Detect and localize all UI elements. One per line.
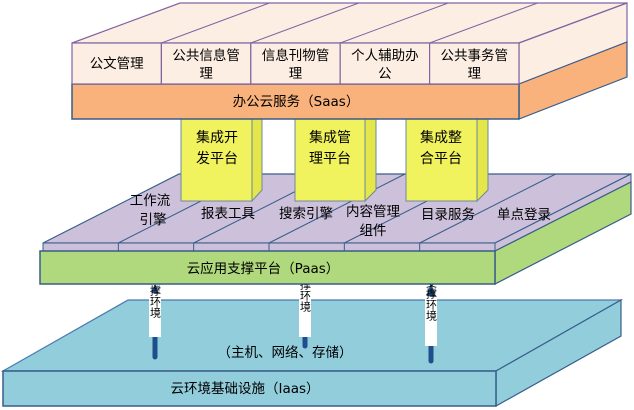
pillar-label-line1: 集成开 [196,129,238,146]
saas-module-line2: 理 [289,66,303,82]
paas-components: 工作流 引擎 报表工具 搜索引擎 内容管理 组件 目录服务 单点登录 [130,193,551,239]
pillar-label-line1: 集成管 [309,129,351,146]
iaas-block: （主机、网络、存储） 云环境基础设施（Iaas） [0,298,624,408]
paas-component: 工作流 引擎 [130,193,171,228]
saas-block: 办公云服务（Saas） 公文管理公共信息管理信息刊物管理个人辅助办公公共事务管理 [71,2,628,120]
saas-module-line1: 信息刊物管 [262,47,330,64]
arrow-label-box [149,293,161,337]
pillar-label-line1: 集成整 [420,129,462,146]
saas-module-cell [250,42,341,85]
component-line1: 内容管理 [346,203,400,220]
saas-label: 办公云服务（Saas） [233,94,360,110]
pillar-side [364,118,377,203]
saas-module-line1: 公共信息管 [172,47,240,64]
saas-module-cell [339,42,431,85]
saas-top-divider [250,2,359,44]
saas-module-line2: 理 [468,66,482,82]
saas-top-divider [161,2,270,44]
pillar-front [405,118,478,202]
component-line2: 组件 [360,223,387,239]
pillar-side [251,118,263,203]
component-line1: 单点登录 [497,207,551,223]
saas-module: 公文管理 [71,42,163,85]
saas-top-divider [340,2,449,44]
saas-module-line1: 个人辅助办 [351,48,419,64]
paas-label: 云应用支撑平台（Paas） [187,260,340,277]
component-line1: 报表工具 [201,206,255,222]
support-arrow-1: 支撑环境 [149,274,162,360]
saas-top-divider [429,2,538,44]
pillar-label-line2: 理平台 [309,151,351,167]
paas-component: 单点登录 [497,207,551,223]
pillar-front [294,118,366,202]
saas-module-cell [160,42,252,85]
saas-module-cell [429,42,520,85]
iaas-front-face [2,370,497,407]
paas-component: 报表工具 [201,206,255,222]
saas-module-line2: 理 [199,66,213,82]
pillar-label-line2: 发平台 [196,151,238,167]
paas-lane-divider [268,173,406,244]
pillar-front [180,118,253,202]
support-arrow-label: 支撑环境 [425,277,438,321]
saas-module-cell [71,42,163,85]
arrow-label-box [425,296,437,346]
paas-lane-divider [419,173,556,244]
saas-module-line1: 公共事务管 [441,48,509,64]
paas-front-face [39,250,496,285]
pillar-side [476,118,489,203]
saas-module-line2: 公 [378,66,392,82]
component-line2: 引擎 [140,212,167,228]
component-line1: 搜索引擎 [279,206,333,222]
saas-band [71,83,520,120]
integration-pillar-3: 集成整 合平台 [405,118,489,203]
saas-top-dividers [161,2,538,44]
iaas-sublabel: （主机、网络、存储） [218,345,353,361]
component-line1: 目录服务 [421,207,475,223]
support-arrow-3: 支撑环境 [425,277,438,364]
paas-component: 目录服务 [421,207,475,223]
paas-component: 搜索引擎 [279,206,333,222]
saas-modules: 公文管理公共信息管理信息刊物管理个人辅助办公公共事务管理 [71,42,520,85]
iaas-label: 云环境基础设施（Iaas） [170,380,319,397]
paas-strip-dividers [117,243,421,251]
arrow-label-box [299,287,311,337]
integration-pillar-2: 集成管 理平台 [294,118,377,203]
support-arrow-label: 支撑环境 [149,274,162,318]
pillar-label-line2: 合平台 [420,151,462,167]
paas-component: 内容管理 组件 [346,203,400,239]
component-line1: 工作流 [130,193,171,209]
saas-module-line1: 公文管理 [90,56,144,72]
arrow-head [426,283,436,297]
integration-pillar-1: 集成开 发平台 [180,118,263,203]
